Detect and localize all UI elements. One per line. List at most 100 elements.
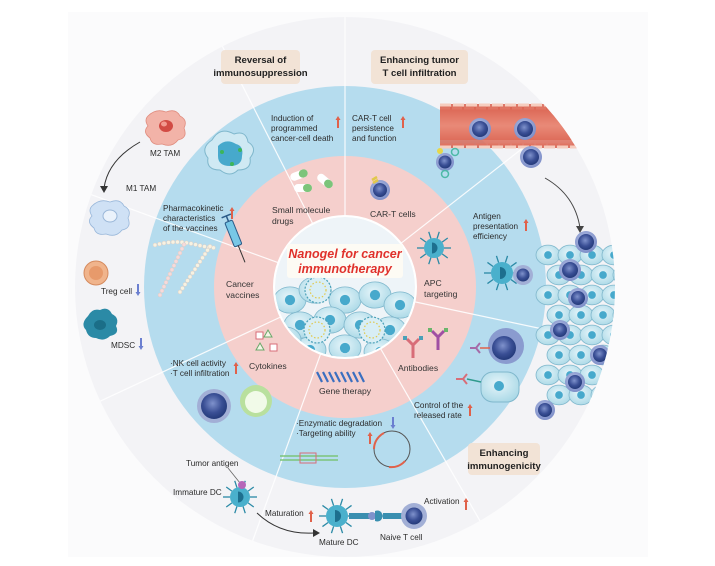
category-apc: APC xyxy=(424,278,442,288)
extravasation-arrow xyxy=(544,177,581,229)
vaccine-bead xyxy=(202,251,208,257)
vaccine-bead xyxy=(163,280,169,285)
outcome-pharmacokinetic: Pharmacokinetic characteristics of the v… xyxy=(163,204,235,233)
cancer-cell-nucleus xyxy=(588,371,596,379)
label-m1-tam: M1 TAM xyxy=(126,184,156,193)
nanogel-particle-payload xyxy=(308,321,326,339)
vaccine-bead xyxy=(197,259,203,264)
pill-capsules-icon xyxy=(290,169,333,192)
arrow-up-icon xyxy=(400,116,406,128)
vaccine-bead xyxy=(159,288,165,293)
dc-dendrite xyxy=(441,253,449,259)
outcome-text: CAR-T cell xyxy=(352,114,392,123)
label-immature-dc: Immature DC xyxy=(173,488,222,497)
arrowhead xyxy=(576,226,584,233)
cancer-cell-nucleus xyxy=(294,319,306,331)
dc-dendrite xyxy=(322,521,329,528)
dc-dendrite xyxy=(510,278,517,285)
header-immunogenicity: Enhancing immunogenicity xyxy=(467,443,541,475)
outcome-text: characteristics xyxy=(163,214,215,223)
label-naive-t-cell: Naive T cell xyxy=(380,533,423,542)
category-antibodies: Antibodies xyxy=(398,363,438,373)
dc-dendrite xyxy=(234,506,238,514)
category-vaccines: Cancer xyxy=(226,279,254,289)
outcome-text: released rate xyxy=(414,411,462,420)
cancer-cell-nucleus xyxy=(610,291,615,299)
vaccine-bead xyxy=(187,274,193,279)
header-infiltration-line1: Enhancing tumor xyxy=(380,55,459,66)
divider-line xyxy=(252,353,322,541)
cancer-cell-nucleus xyxy=(544,331,552,339)
tumor-antigen xyxy=(238,481,246,489)
header-reversal: Reversal of immunosuppression xyxy=(213,50,308,84)
vessel-t-cells xyxy=(469,118,542,168)
dc-dendrite xyxy=(234,480,238,488)
vaccine-bead xyxy=(177,289,183,295)
vaccine-bead xyxy=(171,263,177,268)
header-infiltration-line2: T cell infiltration xyxy=(382,68,456,79)
dc-dendrite xyxy=(419,253,427,259)
vaccine-bead xyxy=(182,282,188,287)
outcome-antigen: Antigen presentation efficiency xyxy=(473,212,529,241)
dying-cancer-cell-icon xyxy=(204,130,254,175)
vaccine-bead xyxy=(193,242,198,247)
arrow-up-icon xyxy=(229,207,235,219)
title-box: Nanogel for cancer immunotherapy xyxy=(287,244,403,278)
vaccine-bead xyxy=(205,247,210,253)
sirna-icon xyxy=(280,452,338,464)
category-small-molecule-line2: drugs xyxy=(272,216,294,226)
dc-dendrite xyxy=(495,283,500,291)
car-t-cell-icon xyxy=(370,175,390,200)
treg-cell-icon xyxy=(83,260,109,286)
outcome-text: programmed xyxy=(271,124,318,133)
arrow-up-icon xyxy=(233,362,239,374)
outcome-text: efficiency xyxy=(473,232,508,241)
nk-and-t-cell-icon xyxy=(197,385,272,423)
arrow-up-icon xyxy=(463,498,469,510)
outcome-text: ·NK cell activity xyxy=(170,359,227,368)
t-cell-core xyxy=(538,403,552,417)
header-reversal-line2: immunosuppression xyxy=(213,68,307,79)
label-activation: Activation xyxy=(424,497,460,506)
dc-dendrite xyxy=(510,261,517,268)
dc-dendrite xyxy=(330,526,335,534)
outcome-text: and function xyxy=(352,134,397,143)
cancer-cell-nucleus xyxy=(599,271,607,279)
label-m2-tam: M2 TAM xyxy=(150,149,180,158)
cancer-cell-nucleus xyxy=(588,291,596,299)
cancer-cell-nucleus xyxy=(284,294,296,306)
outcome-cart-persistence: CAR-T cell persistence and function xyxy=(352,114,406,143)
header-immunogenicity-line2: immunogenicity xyxy=(467,461,541,472)
dc-dendrite xyxy=(428,231,432,239)
outcome-nk: ·NK cell activity ·T cell infiltration xyxy=(170,359,239,378)
dc-dendrite xyxy=(339,526,344,534)
vaccine-bead xyxy=(181,242,187,247)
vaccine-bead xyxy=(161,240,167,246)
dna-strand xyxy=(358,371,365,383)
nanogel-particle-payload xyxy=(309,281,327,299)
vaccine-bead xyxy=(192,267,198,272)
dc-dendrite xyxy=(345,504,352,511)
immature-dc-icon xyxy=(223,480,257,514)
dc-dendrite xyxy=(495,255,500,263)
dc-dendrite xyxy=(487,278,494,285)
dc-nucleus xyxy=(335,509,342,523)
header-reversal-line1: Reversal of xyxy=(235,55,288,66)
dc-nucleus xyxy=(432,242,438,254)
category-vaccines-line2: vaccines xyxy=(226,290,259,300)
vaccine-bead xyxy=(175,239,180,245)
cancer-cell-nucleus xyxy=(555,391,563,399)
vaccine-bead xyxy=(169,267,175,272)
vaccine-bead xyxy=(207,244,213,249)
cancer-cell-nucleus xyxy=(384,324,396,336)
dna-strand xyxy=(352,371,359,383)
arrow-up-icon xyxy=(523,219,529,231)
cancer-cell-nucleus xyxy=(577,311,585,319)
vaccine-bead xyxy=(166,240,171,245)
plasmid-icon xyxy=(373,430,411,469)
arrow-up-icon xyxy=(335,116,341,128)
arrow-up-icon xyxy=(367,432,373,444)
dc-dendrite xyxy=(487,261,494,268)
